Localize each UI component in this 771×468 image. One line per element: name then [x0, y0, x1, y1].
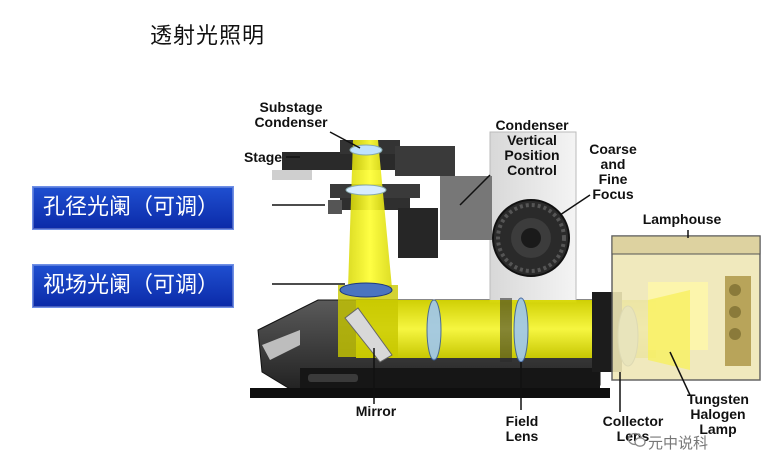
field-lens-label: Field Lens — [505, 413, 539, 444]
mirror-label: Mirror — [355, 403, 397, 419]
lamphouse-box — [611, 235, 761, 381]
field-diaphragm-label: 视场光阑（可调） — [32, 264, 235, 308]
condenser-vertical-control-label: Condenser Vertical Position Control — [495, 117, 569, 178]
field-diaphragm-ring — [339, 282, 393, 298]
watermark-text: 元中说科 — [648, 434, 709, 452]
stage-label: Stage — [243, 149, 283, 165]
condenser-lens-top — [349, 144, 383, 156]
substage-condenser-label: Substage Condenser — [254, 99, 328, 130]
lamphouse-label: Lamphouse — [642, 211, 722, 227]
mirror-element — [344, 307, 393, 363]
page-title: 透射光照明 — [150, 24, 266, 49]
focus-knob — [492, 199, 570, 277]
condenser-lens — [345, 184, 387, 196]
aperture-diaphragm-label: 孔径光阑（可调） — [32, 186, 235, 230]
field-lens-elements — [426, 297, 529, 363]
chat-bubble-icon — [628, 432, 646, 447]
tungsten-halogen-lamp-label: Tungsten Halogen Lamp — [687, 391, 749, 437]
vertical-light-beam — [348, 140, 392, 288]
leader-lines — [272, 131, 691, 412]
coarse-fine-focus-label: Coarse and Fine Focus — [589, 141, 637, 202]
